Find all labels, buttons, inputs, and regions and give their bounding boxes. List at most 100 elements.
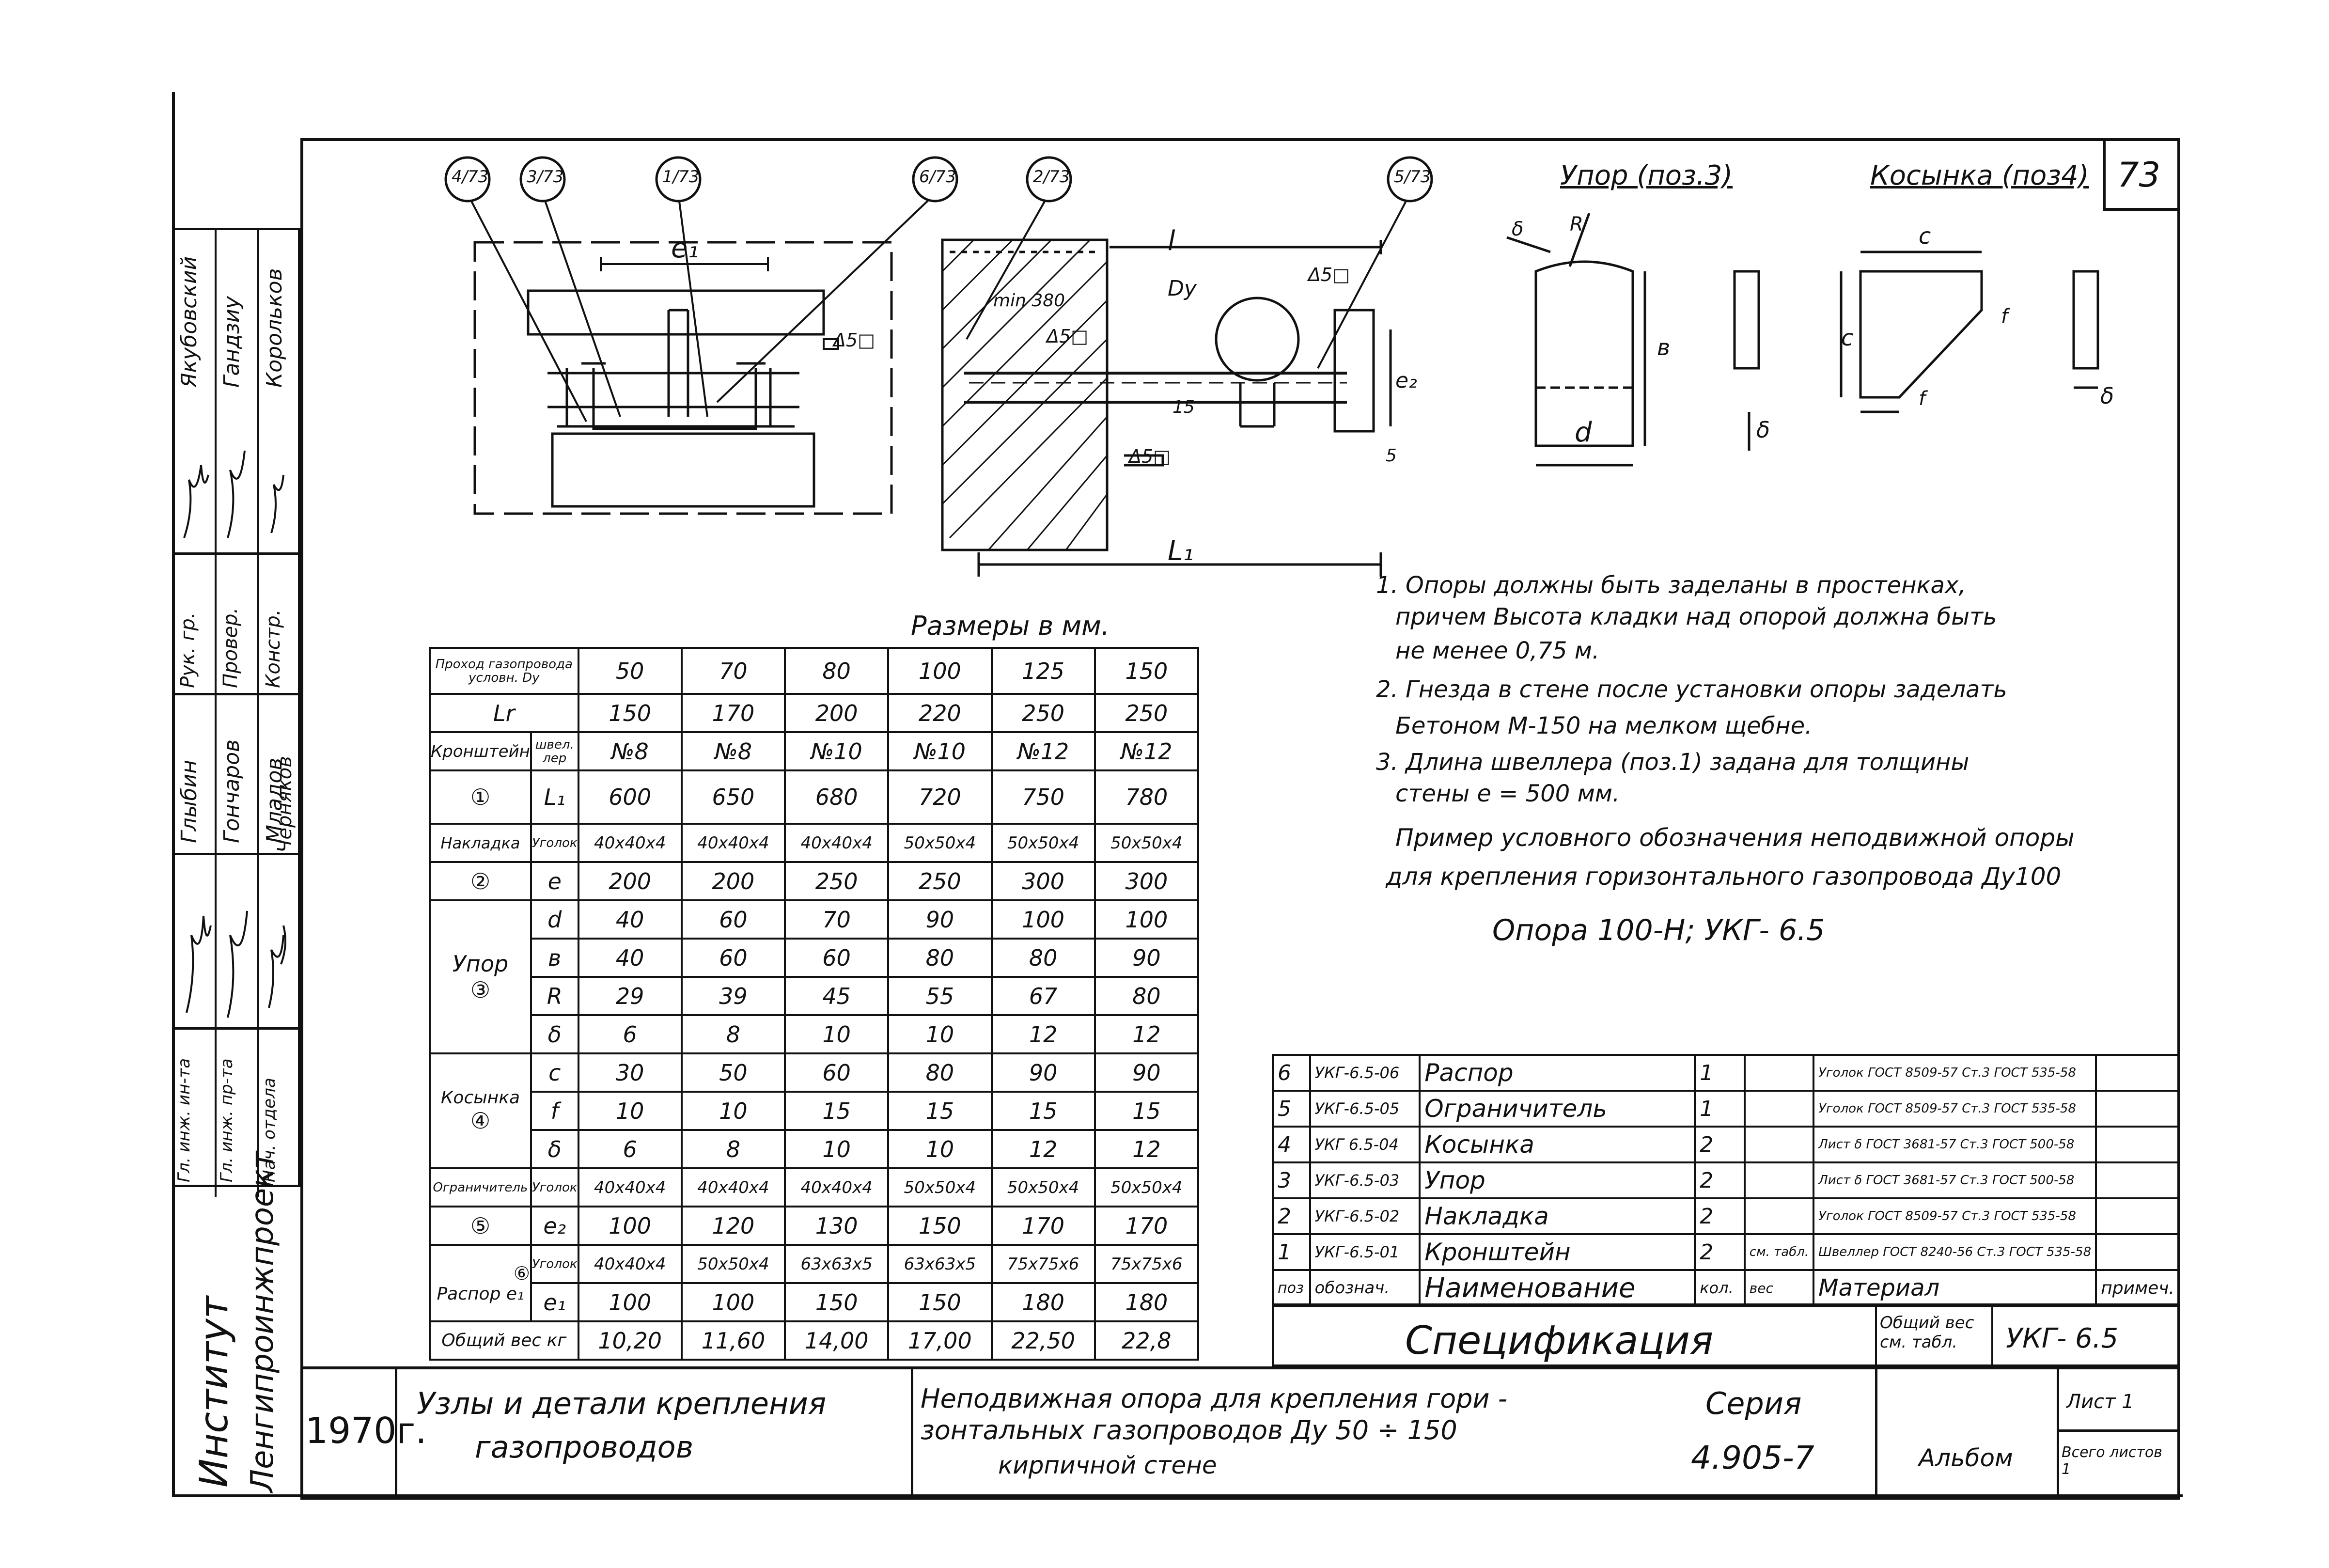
spec-material: Швеллер ГОСТ 8240-56 Ст.3 ГОСТ 535-58	[1813, 1233, 2097, 1271]
pad-angle-cell: 50x50x4	[887, 823, 993, 863]
gusset-s-label: δ	[530, 1129, 579, 1169]
tb-sheet: Лист 1	[2066, 1391, 2134, 1413]
spacer-angle-cell: 63x63x5	[784, 1244, 890, 1284]
side-stamp-col-2	[257, 228, 259, 1197]
spec-mat1: Уголок	[1818, 1066, 1864, 1080]
spec-code: УКГ-6.5-02	[1309, 1197, 1421, 1235]
spec-code: УКГ-6.5-05	[1309, 1090, 1421, 1128]
spacer-angle-cell: 50x50x4	[680, 1244, 786, 1284]
stop-d-cell: 100	[990, 899, 1096, 940]
stop-s-cell: 6	[577, 1014, 683, 1054]
spec-pos: 5	[1272, 1090, 1311, 1128]
gusset-f-cell: 10	[680, 1091, 786, 1131]
spacer-angle-cell: 63x63x5	[887, 1244, 993, 1284]
gusset-f-label: f	[530, 1091, 579, 1131]
title-block	[300, 1366, 2180, 1500]
tb-div-2	[911, 1366, 913, 1500]
stop-v-label: в	[530, 938, 579, 978]
stop-v-cell: 60	[680, 938, 786, 978]
pad-l-label: e	[530, 861, 579, 901]
stop-s-cell: 12	[990, 1014, 1096, 1054]
example-code: Опора 100-Н; УКГ- 6.5	[1492, 913, 1825, 947]
spec-wt	[1743, 1054, 1815, 1092]
stamp-name-7: Корольков	[262, 268, 287, 388]
pad-l-cell: 200	[680, 861, 786, 901]
note-line-5: Бетоном М-150 на мелком щебне.	[1395, 712, 1813, 739]
stop-s-cell: 12	[1094, 1014, 1200, 1054]
table-row: в 40 60 60 80 80 90	[430, 938, 1200, 978]
spacer-angle-cell: 40x40x4	[577, 1244, 683, 1284]
spec-mat1: Уголок	[1818, 1101, 1864, 1116]
spec-mat1: Уголок	[1818, 1209, 1864, 1223]
gusset-s-cell: 6	[577, 1129, 683, 1169]
tb-title-1: Неподвижная опора для крепления гори -	[921, 1383, 1508, 1414]
spec-qty: 1	[1694, 1054, 1746, 1092]
weight-cell: 22,8	[1094, 1320, 1200, 1361]
spec-qty: 2	[1694, 1197, 1746, 1235]
stamp-role-7: Констр.	[262, 609, 284, 688]
spec-name: Накладка	[1419, 1197, 1696, 1235]
diam-cell: 125	[990, 647, 1096, 695]
channel-cell: №10	[887, 731, 993, 771]
gusset-s-cell: 10	[887, 1129, 993, 1169]
tb-year: 1970г.	[305, 1410, 427, 1452]
stop-label-v: в	[1657, 334, 1671, 361]
stop-d-cell: 90	[887, 899, 993, 940]
stop-title: Упор (поз.3)	[1560, 160, 1733, 191]
spec-pos: 6	[1272, 1054, 1311, 1092]
spec-note	[2095, 1126, 2180, 1163]
stamp-name-6: Гандзиу	[219, 296, 244, 388]
stop-d-cell: 100	[1094, 899, 1200, 940]
callout-6: 6/73	[919, 167, 956, 187]
spec-wt	[1743, 1090, 1815, 1128]
spec-material: Лист δ ГОСТ 3681-57 Ст.3 ГОСТ 500-58	[1813, 1161, 2097, 1199]
gusset-label-c-side: c	[1841, 325, 1854, 351]
weight-cell: 10,20	[577, 1320, 683, 1361]
lr-label: Lr	[429, 693, 579, 733]
limiter-angle-cell: 40x40x4	[680, 1167, 786, 1207]
spec-name: Ограничитель	[1419, 1090, 1696, 1128]
spec-title-box	[1272, 1303, 2180, 1366]
stop-r-label: R	[530, 976, 579, 1016]
channel-cell: №8	[680, 731, 786, 771]
stop-num: ③	[470, 977, 491, 1003]
stop-label-d: d	[1575, 417, 1592, 448]
gusset-c-cell: 80	[887, 1052, 993, 1093]
table-row: Lr 150 170 200 220 250 250	[429, 693, 1200, 733]
gusset-f-cell: 10	[577, 1091, 683, 1131]
gusset-c-cell: 60	[784, 1052, 890, 1093]
lr-cell: 250	[1094, 693, 1200, 733]
limiter-num: ⑤	[429, 1206, 532, 1246]
table-row: поз обознач. Наименование кол. вес Матер…	[1272, 1269, 2180, 1307]
spec-wt	[1743, 1197, 1815, 1235]
stop-v-cell: 80	[887, 938, 993, 978]
gusset-c-cell: 30	[577, 1052, 683, 1093]
spec-h-mat: Материал	[1813, 1269, 2097, 1307]
table-row: Проход газопровода условн. Dу 50 70 80 1…	[429, 647, 1200, 695]
table-row: f 10 10 15 15 15 15	[430, 1091, 1200, 1131]
pad-l-cell: 300	[990, 861, 1096, 901]
stamp-name-4: Черняков	[274, 756, 296, 853]
spec-qty: 2	[1694, 1161, 1746, 1199]
gusset-f-cell: 15	[990, 1091, 1096, 1131]
limiter-e2-cell: 150	[887, 1206, 993, 1246]
callout-1: 1/73	[662, 167, 700, 187]
stop-d-label: d	[530, 899, 579, 940]
stop-s-cell: 10	[887, 1014, 993, 1054]
limiter-angle-cell: 50x50x4	[1094, 1167, 1200, 1207]
example-line-2: для крепления горизонтального газопровод…	[1386, 862, 2062, 891]
pad-num: ②	[429, 861, 532, 901]
stamp-name-1: Глыбин	[177, 760, 202, 843]
gusset-f-cell: 15	[784, 1091, 890, 1131]
spec-h-note: примеч.	[2095, 1269, 2180, 1307]
weight-cell: 22,50	[990, 1320, 1096, 1361]
sheet-number: 73	[2117, 155, 2161, 195]
stop-label-s: δ	[1512, 218, 1524, 240]
spec-mat2: ГОСТ 3681-57 Ст.3 ГОСТ 500-58	[1866, 1173, 2075, 1188]
table-row: Косынка ④ c 30 50 60 80 90 90	[429, 1052, 1200, 1169]
stamp-role-6: Провер.	[219, 607, 242, 688]
pad-angle-cell: 40x40x4	[680, 823, 786, 863]
stop-r-cell: 39	[680, 976, 786, 1016]
stop-label: Упор	[452, 951, 509, 977]
gusset-s-cell: 12	[1094, 1129, 1200, 1169]
